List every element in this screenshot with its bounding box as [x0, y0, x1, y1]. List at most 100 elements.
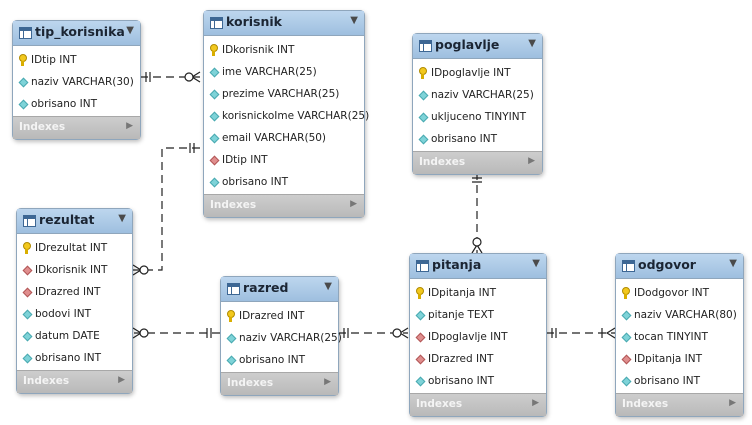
table-header[interactable]: poglavlje▼: [413, 34, 542, 59]
column-row[interactable]: bodovi INT: [17, 303, 132, 325]
column-icon: [415, 376, 426, 387]
expand-arrow-icon[interactable]: ▶: [528, 156, 535, 166]
collapse-arrow-icon[interactable]: ▼: [532, 258, 540, 269]
expand-arrow-icon[interactable]: ▶: [350, 199, 357, 209]
collapse-arrow-icon[interactable]: ▼: [528, 38, 536, 49]
column-label: obrisano INT: [634, 375, 701, 387]
column-row[interactable]: IDpoglavlje INT: [413, 62, 542, 84]
column-row[interactable]: naziv VARCHAR(80): [616, 304, 743, 326]
table-razred[interactable]: razred ▼ IDrazred INT naziv VARCHAR(25)obri…: [220, 276, 342, 396]
column-label: IDkorisnik INT: [222, 44, 295, 56]
collapse-arrow-icon[interactable]: ▼: [350, 15, 358, 26]
column-icon: [22, 331, 33, 342]
indexes-section[interactable]: Indexes▶: [616, 393, 743, 416]
column-row[interactable]: pitanje TEXT: [410, 304, 546, 326]
column-row[interactable]: ime VARCHAR(25): [204, 61, 364, 83]
collapse-arrow-icon[interactable]: ▼: [729, 258, 737, 269]
column-row[interactable]: email VARCHAR(50): [204, 127, 364, 149]
column-label: ukljuceno TINYINT: [431, 111, 527, 123]
column-label: IDpitanja INT: [634, 353, 703, 365]
column-label: korisnickoIme VARCHAR(25): [222, 110, 370, 122]
column-row[interactable]: obrisano INT: [413, 128, 542, 150]
indexes-section[interactable]: Indexes▶: [221, 372, 338, 395]
column-icon: [209, 133, 220, 144]
column-row[interactable]: IDrazred INT: [17, 281, 132, 303]
column-row[interactable]: obrisano INT: [616, 370, 743, 392]
primary-key-icon: [209, 44, 218, 56]
column-row[interactable]: naziv VARCHAR(25): [413, 84, 542, 106]
table-header[interactable]: pitanja▼: [410, 254, 546, 279]
one-marker: [189, 143, 195, 153]
table-header[interactable]: odgovor▼: [616, 254, 743, 279]
indexes-section[interactable]: Indexes▶: [204, 194, 364, 217]
column-label: prezime VARCHAR(25): [222, 88, 340, 100]
expand-arrow-icon[interactable]: ▶: [126, 121, 133, 131]
table-header[interactable]: korisnik ▼: [204, 11, 364, 36]
column-row[interactable]: IDpitanja INT: [616, 348, 743, 370]
column-label: IDtip INT: [222, 154, 268, 166]
indexes-section[interactable]: Indexes ▶: [13, 116, 140, 139]
table-header[interactable]: rezultat ▼: [17, 209, 132, 234]
column-row[interactable]: korisnickoIme VARCHAR(25): [204, 105, 369, 127]
column-row[interactable]: IDrazred INT: [410, 348, 546, 370]
one-marker: [551, 328, 557, 338]
one-marker: [343, 328, 349, 338]
column-row[interactable]: obrisano INT: [410, 370, 546, 392]
table-title: razred: [243, 280, 289, 295]
indexes-section[interactable]: Indexes▶: [410, 393, 546, 416]
collapse-arrow-icon[interactable]: ▼: [126, 25, 134, 36]
primary-key-icon: [226, 310, 235, 322]
indexes-section[interactable]: Indexes▶: [413, 151, 542, 174]
column-row[interactable]: prezime VARCHAR(25): [204, 83, 364, 105]
column-row[interactable]: IDtip INT: [204, 149, 364, 171]
expand-arrow-icon[interactable]: ▶: [118, 375, 125, 385]
column-row[interactable]: naziv VARCHAR(25): [221, 327, 342, 349]
table-title: rezultat: [39, 212, 95, 227]
column-icon: [18, 77, 29, 88]
column-row[interactable]: IDkorisnik INT: [204, 39, 364, 61]
table-korisnik[interactable]: korisnik ▼ IDkorisnik INT ime VARCHAR(25) pr…: [203, 10, 369, 218]
expand-arrow-icon[interactable]: ▶: [729, 398, 736, 408]
indexes-label: Indexes: [19, 121, 66, 133]
column-row[interactable]: IDodgovor INT: [616, 282, 743, 304]
column-row[interactable]: obrisano INT: [17, 347, 132, 369]
table-title: korisnik: [226, 14, 282, 29]
column-row[interactable]: obrisano INT: [204, 171, 364, 193]
foreign-key-icon: [209, 155, 220, 166]
table-icon: [416, 260, 429, 272]
column-row[interactable]: datum DATE: [17, 325, 132, 347]
column-row[interactable]: IDrazred INT: [221, 305, 338, 327]
collapse-arrow-icon[interactable]: ▼: [118, 213, 126, 224]
column-list: IDrazred INT naziv VARCHAR(25)obrisano IN…: [221, 302, 342, 371]
column-row[interactable]: obrisano INT: [13, 93, 140, 115]
optional-circle: [472, 237, 482, 247]
table-header[interactable]: razred ▼: [221, 277, 338, 302]
column-label: IDrazred INT: [239, 310, 305, 322]
column-row[interactable]: naziv VARCHAR(30): [13, 71, 140, 93]
column-row[interactable]: obrisano INT: [221, 349, 338, 371]
expand-arrow-icon[interactable]: ▶: [324, 377, 331, 387]
column-icon: [226, 333, 237, 344]
column-row[interactable]: IDrezultat INT: [17, 237, 132, 259]
collapse-arrow-icon[interactable]: ▼: [324, 281, 332, 292]
primary-key-icon: [415, 287, 424, 299]
column-row[interactable]: IDpitanja INT: [410, 282, 546, 304]
column-row[interactable]: tocan TINYINT: [616, 326, 743, 348]
column-row[interactable]: IDkorisnik INT: [17, 259, 132, 281]
expand-arrow-icon[interactable]: ▶: [532, 398, 539, 408]
table-rezultat[interactable]: rezultat ▼ IDrezultat INT IDkorisnik INT IDr…: [16, 208, 133, 394]
foreign-key-icon: [415, 354, 426, 365]
column-row[interactable]: ukljuceno TINYINT: [413, 106, 542, 128]
column-icon: [209, 111, 220, 122]
indexes-section[interactable]: Indexes▶: [17, 370, 132, 393]
column-icon: [418, 112, 429, 123]
column-row[interactable]: IDpoglavlje INT: [410, 326, 546, 348]
column-label: IDkorisnik INT: [35, 264, 108, 276]
column-row[interactable]: IDtip INT: [13, 49, 140, 71]
table-header[interactable]: tip_korisnika▼: [13, 21, 140, 46]
